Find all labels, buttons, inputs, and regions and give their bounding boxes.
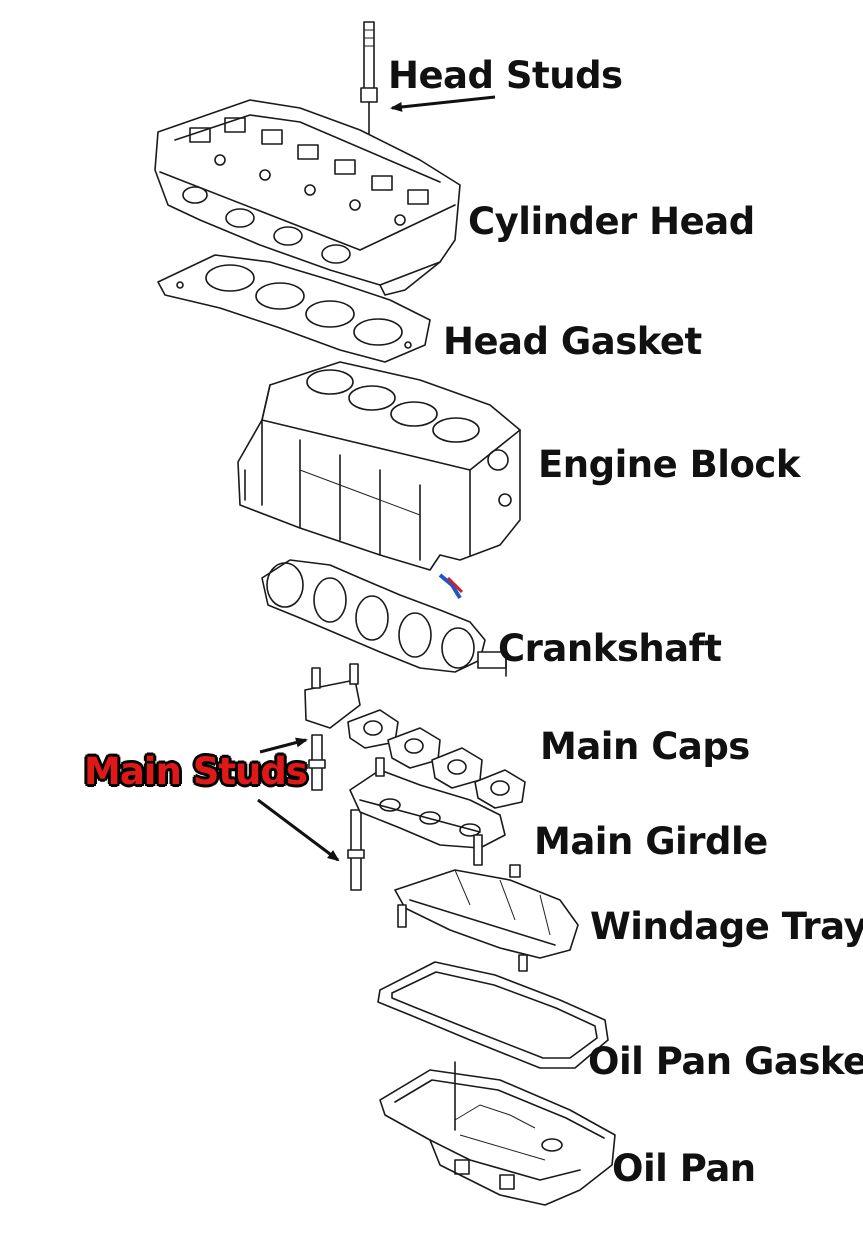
label-head-gasket: Head Gasket — [443, 320, 702, 363]
label-engine-block: Engine Block — [538, 443, 800, 486]
cylinder-head-part — [154, 99, 461, 296]
oil-pan-part — [379, 1061, 616, 1206]
main-girdle-part — [349, 757, 506, 849]
label-windage-tray: Windage Tray — [590, 905, 863, 948]
label-main-caps: Main Caps — [540, 725, 750, 768]
main-studs-arrow-lower — [257, 798, 340, 862]
main-studs-part — [308, 734, 365, 891]
crankshaft-part — [261, 559, 507, 677]
label-main-girdle: Main Girdle — [534, 820, 768, 863]
label-oil-pan: Oil Pan — [612, 1147, 756, 1190]
windage-tray-part — [394, 834, 579, 972]
engine-block-part — [237, 361, 521, 571]
label-crankshaft: Crankshaft — [498, 627, 722, 670]
main-caps-part — [304, 663, 526, 809]
label-cylinder-head: Cylinder Head — [468, 200, 755, 243]
head-studs-arrow — [390, 95, 496, 112]
label-oil-pan-gasket: Oil Pan Gasket — [588, 1040, 863, 1083]
oil-pan-gasket-part — [377, 961, 609, 1069]
head-gasket-part — [157, 254, 431, 363]
main-studs-arrow-upper — [259, 737, 308, 754]
label-main-studs: Main Studs — [84, 750, 308, 793]
label-head-studs: Head Studs — [388, 54, 623, 97]
